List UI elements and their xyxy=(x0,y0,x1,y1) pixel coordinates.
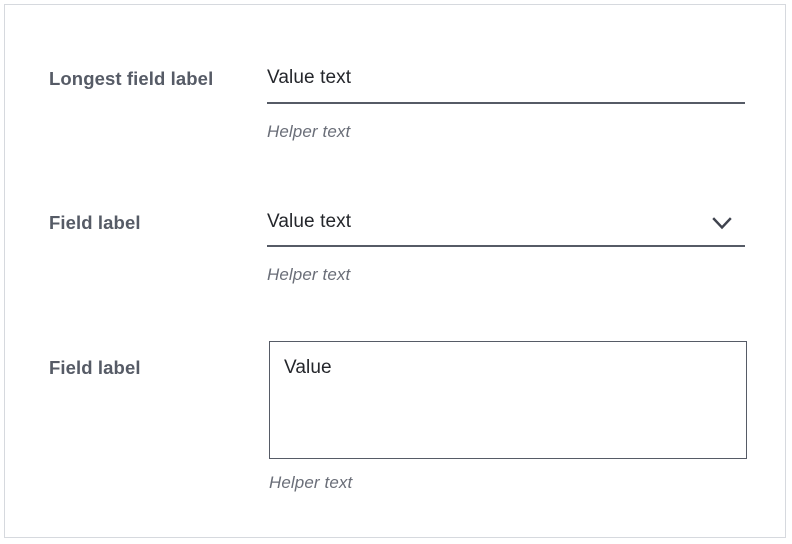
form-specimen-card: Longest field label Value text Helper te… xyxy=(4,4,786,538)
textarea-input[interactable]: Value xyxy=(269,341,747,459)
text-input-value[interactable]: Value text xyxy=(267,67,352,88)
text-input-helper: Helper text xyxy=(267,122,351,141)
text-input-underline xyxy=(267,102,745,104)
select-underline xyxy=(267,245,745,247)
textarea-value[interactable]: Value xyxy=(284,357,332,378)
select-helper: Helper text xyxy=(267,265,351,284)
chevron-down-icon[interactable] xyxy=(707,210,737,236)
field-label-select: Field label xyxy=(49,212,141,233)
textarea-helper: Helper text xyxy=(269,473,353,492)
field-label-longest: Longest field label xyxy=(49,68,214,89)
select-value[interactable]: Value text xyxy=(267,211,352,232)
field-label-textarea: Field label xyxy=(49,357,141,378)
